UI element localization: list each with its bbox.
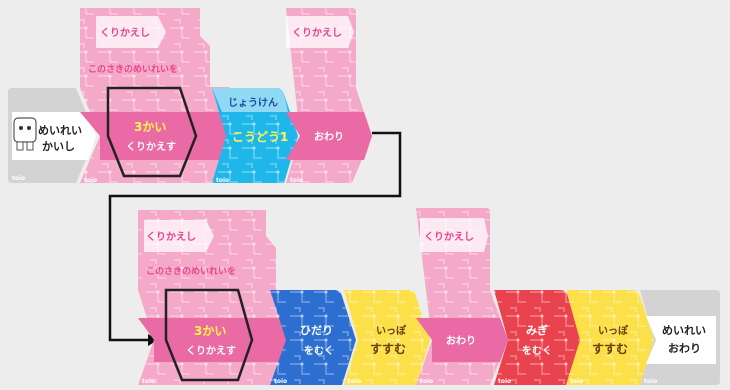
end-card[interactable] (640, 290, 720, 385)
turn-left-line1: ひだり (300, 324, 333, 337)
brand-mark: toio (420, 378, 434, 385)
brand-mark: toio (290, 177, 304, 184)
loop-end-card-row2[interactable] (416, 208, 508, 385)
loop-tag-row1: くりかえし (100, 28, 150, 39)
loop-start-card-row1[interactable] (80, 8, 232, 183)
loop-end-tag-row1: くりかえし (292, 28, 342, 39)
start-card-line2: かいし (42, 140, 75, 153)
turn-right-line2: をむく (522, 346, 552, 357)
loop-count-row1: 3かい (134, 120, 167, 134)
brand-mark: toio (84, 177, 98, 184)
end-card-line2: おわり (668, 342, 701, 355)
step2-line1: いっぽ (598, 326, 628, 337)
brand-mark: toio (498, 378, 512, 385)
brand-mark: toio (570, 378, 584, 385)
flow-connector (108, 131, 402, 342)
condition-tag: じょうけん (228, 98, 278, 109)
step-forward-card-2[interactable] (566, 290, 654, 385)
step2-line2: すすむ (592, 342, 629, 356)
loop-end-label-row2: おわり (446, 336, 476, 347)
brand-mark: toio (216, 177, 230, 184)
brand-mark: toio (274, 378, 288, 385)
turn-right-card[interactable] (494, 290, 582, 385)
start-card-line1: めいれい (38, 124, 82, 137)
step1-line1: いっぽ (376, 326, 406, 337)
loop-sub-row1: このさきのめいれいを (88, 65, 179, 75)
brand-mark: toio (348, 378, 362, 385)
brand-mark: toio (142, 378, 156, 385)
start-robot-icon (13, 117, 37, 151)
turn-left-line2: をむく (304, 346, 334, 357)
loop-action-row2: くりかえす (186, 346, 236, 357)
loop-end-tag-row2: くりかえし (424, 232, 474, 243)
brand-mark: toio (644, 378, 658, 385)
flow-arrow (148, 334, 158, 346)
turn-left-card[interactable] (270, 290, 356, 385)
loop-tag-row2: くりかえし (146, 232, 196, 243)
loop-action-row1: くりかえす (126, 142, 176, 153)
turn-right-line1: みぎ (526, 324, 548, 337)
step1-line2: すすむ (370, 342, 407, 356)
loop-sub-row2: このさきのめいれいを (146, 267, 237, 277)
loop-start-card-row2[interactable] (138, 210, 290, 385)
condition-value: こうどう1 (232, 130, 289, 144)
end-card-line1: めいれい (662, 324, 706, 337)
loop-end-card-row1[interactable] (286, 8, 372, 183)
loop-count-row2: 3かい (194, 324, 227, 338)
condition-card[interactable] (212, 88, 298, 183)
loop-end-label-row1: おわり (314, 132, 344, 143)
brand-mark: toio (12, 175, 26, 182)
step-forward-card-1[interactable] (344, 290, 430, 385)
